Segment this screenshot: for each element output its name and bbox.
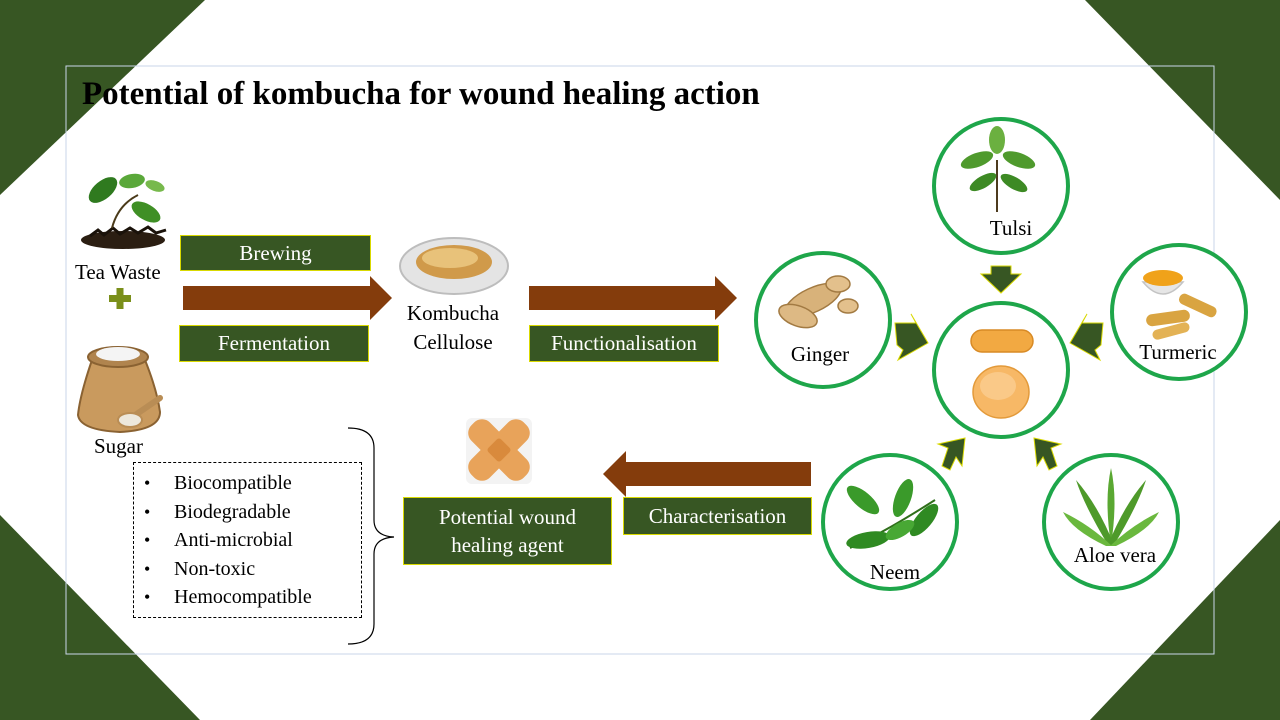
outcome-line-2: healing agent (451, 533, 564, 557)
property-item: Anti-microbial (144, 526, 361, 555)
brewing-box: Brewing (180, 235, 371, 271)
tulsi-circle (932, 117, 1070, 255)
corner-bottom-left (0, 515, 200, 720)
ginger-label: Ginger (790, 342, 850, 366)
corner-top-right (1085, 0, 1280, 200)
sugar-sack-icon (76, 346, 163, 434)
arrow-ginger-to-center (894, 313, 929, 362)
property-item: Biodegradable (144, 498, 361, 527)
kombucha-plate-icon (399, 237, 509, 295)
ginger-circle (754, 251, 892, 389)
aloe-vera-icon (1063, 468, 1159, 546)
property-item: Non-toxic (144, 555, 361, 584)
property-item: Hemocompatible (144, 583, 361, 612)
tulsi-label: Tulsi (989, 216, 1033, 240)
arrow-brewing (183, 276, 392, 320)
ginger-icon (778, 275, 859, 329)
tea-leaves-icon (81, 173, 167, 249)
neem-icon (846, 479, 939, 549)
page-title: Potential of kombucha for wound healing … (82, 76, 760, 112)
outcome-box: Potential wound healing agent (403, 497, 612, 565)
properties-box: Biocompatible Biodegradable Anti-microbi… (133, 462, 362, 618)
fermentation-box: Fermentation (179, 325, 369, 362)
aloe-vera-label: Aloe vera (1073, 543, 1157, 567)
properties-list: Biocompatible Biodegradable Anti-microbi… (144, 469, 361, 612)
arrow-turmeric-to-center (1069, 313, 1104, 362)
functionalisation-box: Functionalisation (529, 325, 719, 362)
tulsi-icon (960, 126, 1036, 212)
characterisation-label: Characterisation (648, 503, 787, 528)
corner-top-left (0, 0, 205, 195)
turmeric-icon (1141, 270, 1217, 340)
outcome-line-1: Potential wound (438, 504, 577, 529)
arrow-neem-to-center (936, 437, 966, 471)
arrow-functionalisation (529, 276, 737, 320)
sugar-label: Sugar (94, 434, 143, 458)
neem-label: Neem (869, 560, 921, 584)
bandage-icon (466, 418, 532, 484)
fermentation-label: Fermentation (218, 331, 330, 356)
characterisation-box: Characterisation (623, 497, 812, 535)
corner-bottom-right (1090, 520, 1280, 720)
functionalised-cellulose-icon (970, 329, 1034, 419)
brewing-label: Brewing (239, 240, 312, 265)
functionalisation-label: Functionalisation (551, 331, 697, 356)
kombucha-label: Kombucha (406, 301, 500, 325)
tea-waste-label: Tea Waste (75, 260, 161, 284)
cellulose-label: Cellulose (413, 330, 493, 354)
properties-brace (347, 427, 395, 645)
kombucha-cellulose-label: Kombucha Cellulose (400, 299, 506, 357)
arrow-aloe-to-center (1033, 437, 1063, 471)
arrow-characterisation (603, 451, 811, 497)
plus-icon (109, 288, 131, 309)
property-item: Biocompatible (144, 469, 361, 498)
arrow-tulsi-to-center (979, 265, 1023, 294)
turmeric-label: Turmeric (1139, 340, 1217, 364)
